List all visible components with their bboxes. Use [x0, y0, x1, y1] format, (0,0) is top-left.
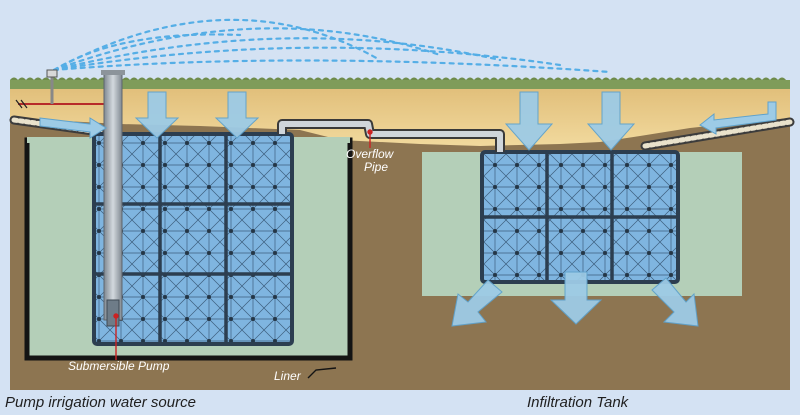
liner-leader [307, 367, 337, 379]
infiltration-crates [480, 150, 680, 284]
sprinkler-head [46, 69, 58, 78]
liner-label: Liner [274, 369, 301, 383]
caption-strip [0, 390, 800, 415]
submersible-pump-label: Submersible Pump [68, 359, 170, 373]
label-leaders [113, 129, 373, 360]
overflow-pipe-label: Overflow Pipe [346, 148, 393, 174]
infiltration-arrows-down [134, 91, 636, 151]
pump-cap [101, 70, 125, 75]
infiltration-arrows-out [451, 271, 699, 327]
caption-left: Pump irrigation water source [5, 394, 196, 411]
grass-surface [10, 80, 790, 89]
pipe-break-mark [15, 99, 28, 109]
pump-column [103, 71, 123, 321]
irrigation-crates [92, 132, 294, 346]
submersible-pump [106, 299, 120, 327]
inflow-arrows [39, 101, 777, 139]
overflow-pipe [279, 121, 503, 152]
drain-pipe-right [640, 117, 795, 151]
grass-tufts [10, 77, 790, 80]
sprinkler-spray [52, 18, 612, 74]
overflow-pipe-label-line1: Overflow [346, 147, 394, 161]
overflow-pipe-label-line2: Pipe [364, 160, 389, 174]
caption-right: Infiltration Tank [527, 394, 629, 411]
